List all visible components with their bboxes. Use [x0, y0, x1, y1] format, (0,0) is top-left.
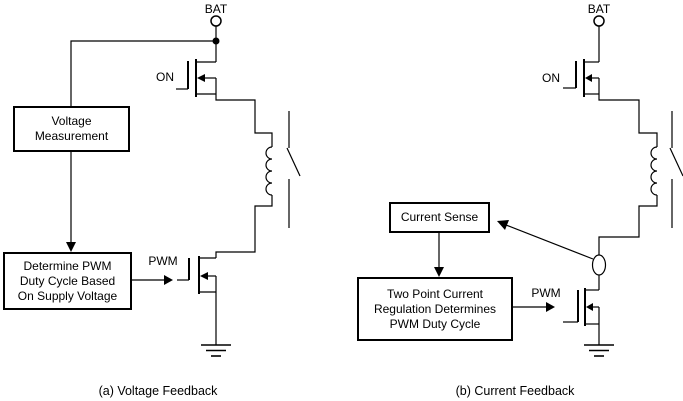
current-sense-box: Current Sense [389, 202, 490, 233]
inductor-icon [650, 146, 658, 196]
box-text-line: Measurement [34, 129, 109, 143]
phase-wire-top [215, 94, 273, 147]
bat-label: BAT [587, 2, 611, 16]
box-text-line: Two Point Current [386, 286, 484, 301]
phase-wire-bottom [215, 195, 273, 258]
current-regulation-box: Two Point Current Regulation Determines … [357, 277, 513, 341]
box-text-line: Voltage [51, 114, 92, 128]
feedback-arrow [66, 152, 76, 252]
relay-contact-icon [286, 111, 301, 228]
ground-icon [584, 344, 614, 357]
box-text-line: Determine PWM [23, 258, 112, 273]
box-text-line: PWM Duty Cycle [389, 316, 481, 331]
pwm-label: PWM [148, 254, 178, 268]
bat-terminal-icon [210, 15, 222, 27]
voltage-feedback-circuit [66, 15, 301, 357]
relay-contact-icon [669, 111, 683, 228]
box-text-line: Current Sense [400, 210, 479, 224]
phase-wire-bottom [598, 195, 658, 255]
box-text-line: Duty Cycle Based [19, 273, 116, 288]
low-side-mosfet-icon [563, 288, 600, 326]
diagonal-sense-arrow [497, 220, 594, 260]
pwm-label: PWM [531, 286, 561, 300]
pwm-duty-cycle-box: Determine PWM Duty Cycle Based On Supply… [3, 252, 132, 310]
pwm-arrow [132, 275, 173, 285]
ground-icon [201, 344, 231, 357]
voltage-measurement-box: Voltage Measurement [13, 106, 130, 152]
inductor-icon [265, 146, 273, 196]
on-label: ON [156, 70, 174, 84]
box-text-line: Regulation Determines [373, 301, 497, 316]
on-label: ON [542, 71, 560, 85]
feedback-wire [70, 40, 216, 106]
box-text-line: On Supply Voltage [17, 288, 118, 303]
current-sense-loop-icon [591, 254, 607, 276]
bat-label: BAT [204, 2, 228, 16]
current-feedback-circuit [434, 15, 683, 357]
caption-a: (a) Voltage Feedback [98, 384, 218, 398]
high-side-mosfet-icon [563, 59, 600, 97]
phase-wire-top [598, 94, 658, 147]
pwm-arrow [513, 302, 555, 312]
caption-b: (b) Current Feedback [455, 384, 575, 398]
sense-down-arrow [434, 233, 444, 277]
low-side-mosfet-icon [177, 256, 217, 294]
bat-terminal-icon [593, 15, 605, 27]
high-side-mosfet-icon [176, 59, 217, 97]
